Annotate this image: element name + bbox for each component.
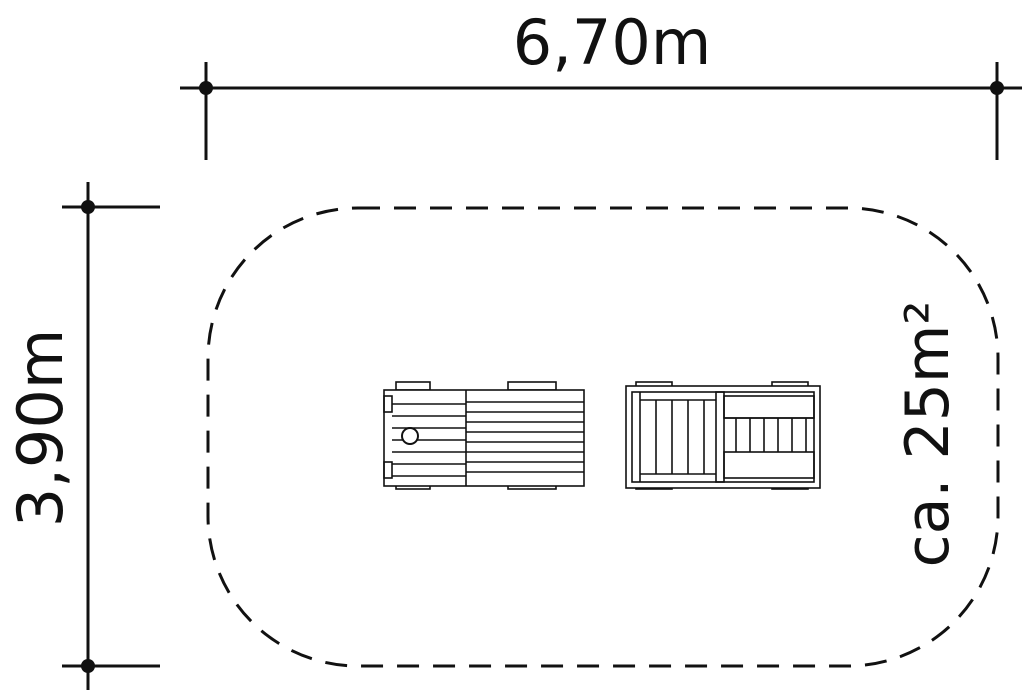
equipment-trailer (625, 381, 821, 490)
height-dimension (62, 182, 160, 690)
equipment-wagon (383, 381, 585, 490)
height-label: 3,90m (4, 329, 77, 527)
width-label: 6,70m (513, 6, 711, 79)
width-dimension (180, 62, 1022, 160)
safety-area-boundary (206, 206, 1000, 668)
area-label: ca. 25m² (893, 301, 963, 568)
